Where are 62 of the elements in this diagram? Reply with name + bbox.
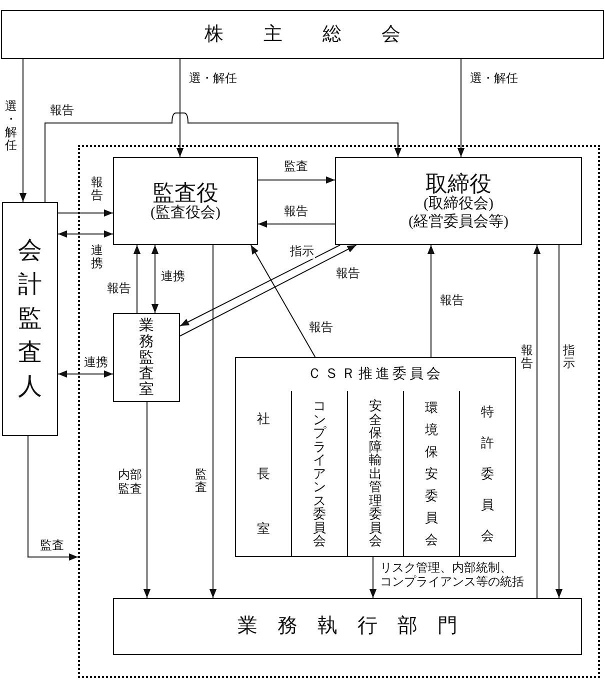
arrow <box>28 436 78 561</box>
process-box <box>113 157 258 245</box>
box-title: 監査役 <box>152 180 218 205</box>
box-label: 業務監査室 <box>138 318 155 398</box>
process-box <box>335 157 582 245</box>
arrow <box>427 244 435 358</box>
process-box <box>2 202 58 436</box>
edge-label: 報告 <box>90 175 104 203</box>
edge-label: 報告 <box>49 102 75 118</box>
double-arrow <box>151 244 159 314</box>
edge-label: 監査 <box>194 467 208 495</box>
arrow <box>176 58 184 158</box>
edge-label: 連携 <box>90 243 104 271</box>
arrow <box>258 176 336 184</box>
process-box <box>113 313 180 402</box>
arrow <box>555 244 563 598</box>
process-box <box>1 10 604 59</box>
edge-label: 選・解任 <box>469 70 519 86</box>
edge-label: 報告 <box>439 292 465 308</box>
box-title: 取締役 <box>426 171 492 196</box>
box-label: (経営委員会等) <box>408 214 508 231</box>
box-label: (監査役会) <box>150 205 220 222</box>
edge-label: 監査 <box>39 536 65 554</box>
box-label: 株主総会 <box>204 24 440 46</box>
dotted-boundary <box>78 145 600 678</box>
edge-label: 報告 <box>308 318 334 336</box>
edge-label: 監査 <box>283 158 309 174</box>
edge-label: 選・解任 <box>4 99 18 153</box>
committee-table <box>235 357 516 557</box>
edge-label: 連携 <box>160 268 186 284</box>
box-label: 環境保安委員会 <box>424 398 439 548</box>
arrow <box>44 112 402 202</box>
box-label: 会計監査人 <box>17 237 43 402</box>
edge-label: 指示 <box>562 343 576 371</box>
double-arrow <box>58 370 114 378</box>
arrow <box>369 556 377 598</box>
arrow <box>180 244 357 336</box>
box-label: 安全保障輸出管理委員会 <box>368 399 383 548</box>
arrow <box>209 244 217 598</box>
edge-label: 報告 <box>106 280 132 296</box>
arrow <box>180 244 341 326</box>
box-label: コンプライアンス委員会 <box>312 399 327 548</box>
box-label: 社長室 <box>256 410 271 538</box>
process-box <box>113 598 582 655</box>
edge-label: 指示 <box>289 242 315 260</box>
arrow <box>258 220 336 228</box>
arrow <box>457 58 465 158</box>
edge-label: 報告 <box>335 264 361 282</box>
edge-label: 報告 <box>283 202 309 220</box>
arrow <box>143 402 151 598</box>
edge-label: 連携 <box>83 354 109 370</box>
box-label: (取締役会) <box>424 196 494 214</box>
box-label: 特許委員会 <box>480 403 495 545</box>
arrow <box>19 58 27 202</box>
arrow <box>533 244 541 598</box>
edge-label: 報告 <box>520 343 534 371</box>
edge-label: 選・解任 <box>188 70 238 86</box>
arrow <box>58 209 114 217</box>
arrow <box>133 244 141 314</box>
arrow <box>250 244 316 358</box>
box-label: 業務執行部門 <box>238 615 478 638</box>
double-arrow <box>58 230 114 238</box>
